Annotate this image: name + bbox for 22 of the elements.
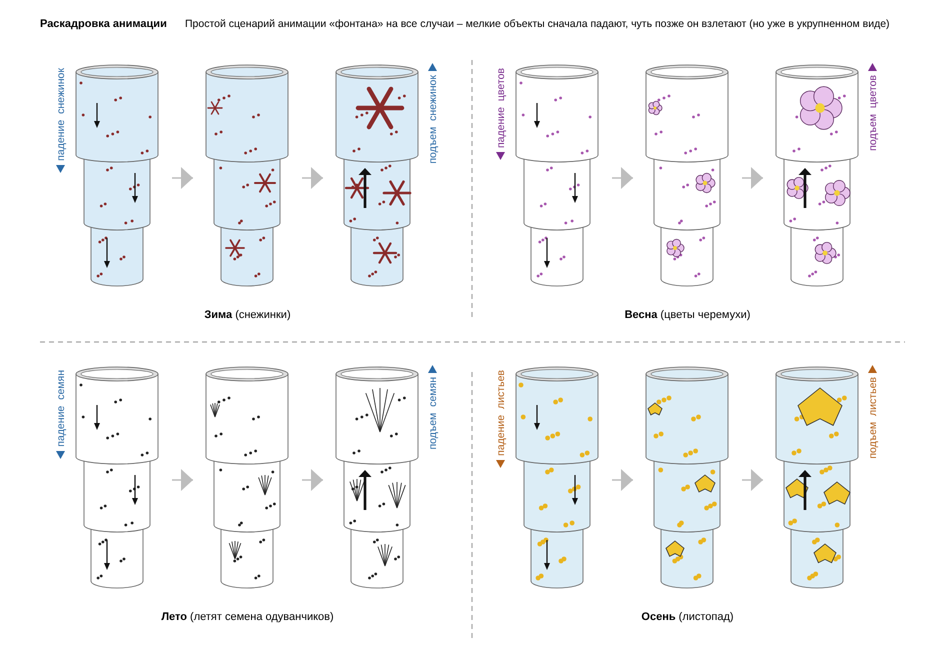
chevron-arrow bbox=[302, 469, 323, 491]
side-label: подъем снежинок bbox=[427, 75, 439, 164]
side-label: подъем семян bbox=[427, 377, 439, 450]
chevron-arrow bbox=[172, 167, 193, 189]
title: Раскадровка анимации bbox=[40, 18, 167, 30]
chevron-arrow bbox=[742, 167, 763, 189]
side-label: подъем листьев bbox=[867, 377, 879, 459]
subtitle: Простой сценарий анимации «фонтана» на все случаи – мелкие объекты сначала падают, чуть позже он взлетают (но уже в укрупненном виде) bbox=[185, 18, 890, 30]
panel-caption: Осень (листопад) bbox=[641, 611, 734, 623]
chevron-arrow bbox=[612, 469, 633, 491]
chevron-arrow bbox=[172, 469, 193, 491]
side-label: падение цветов bbox=[495, 68, 507, 148]
panel-caption: Лето (летят семена одуванчиков) bbox=[161, 611, 334, 623]
side-label: падение листьев bbox=[495, 370, 507, 456]
side-label: падение семян bbox=[55, 370, 67, 447]
chevron-arrow bbox=[302, 167, 323, 189]
chevron-arrow bbox=[612, 167, 633, 189]
panel-caption: Зима (снежинки) bbox=[204, 309, 291, 321]
panel-caption: Весна (цветы черемухи) bbox=[624, 309, 750, 321]
side-label: подъем цветов bbox=[867, 75, 879, 151]
side-label: падение снежинок bbox=[55, 68, 67, 161]
chevron-arrow bbox=[742, 469, 763, 491]
